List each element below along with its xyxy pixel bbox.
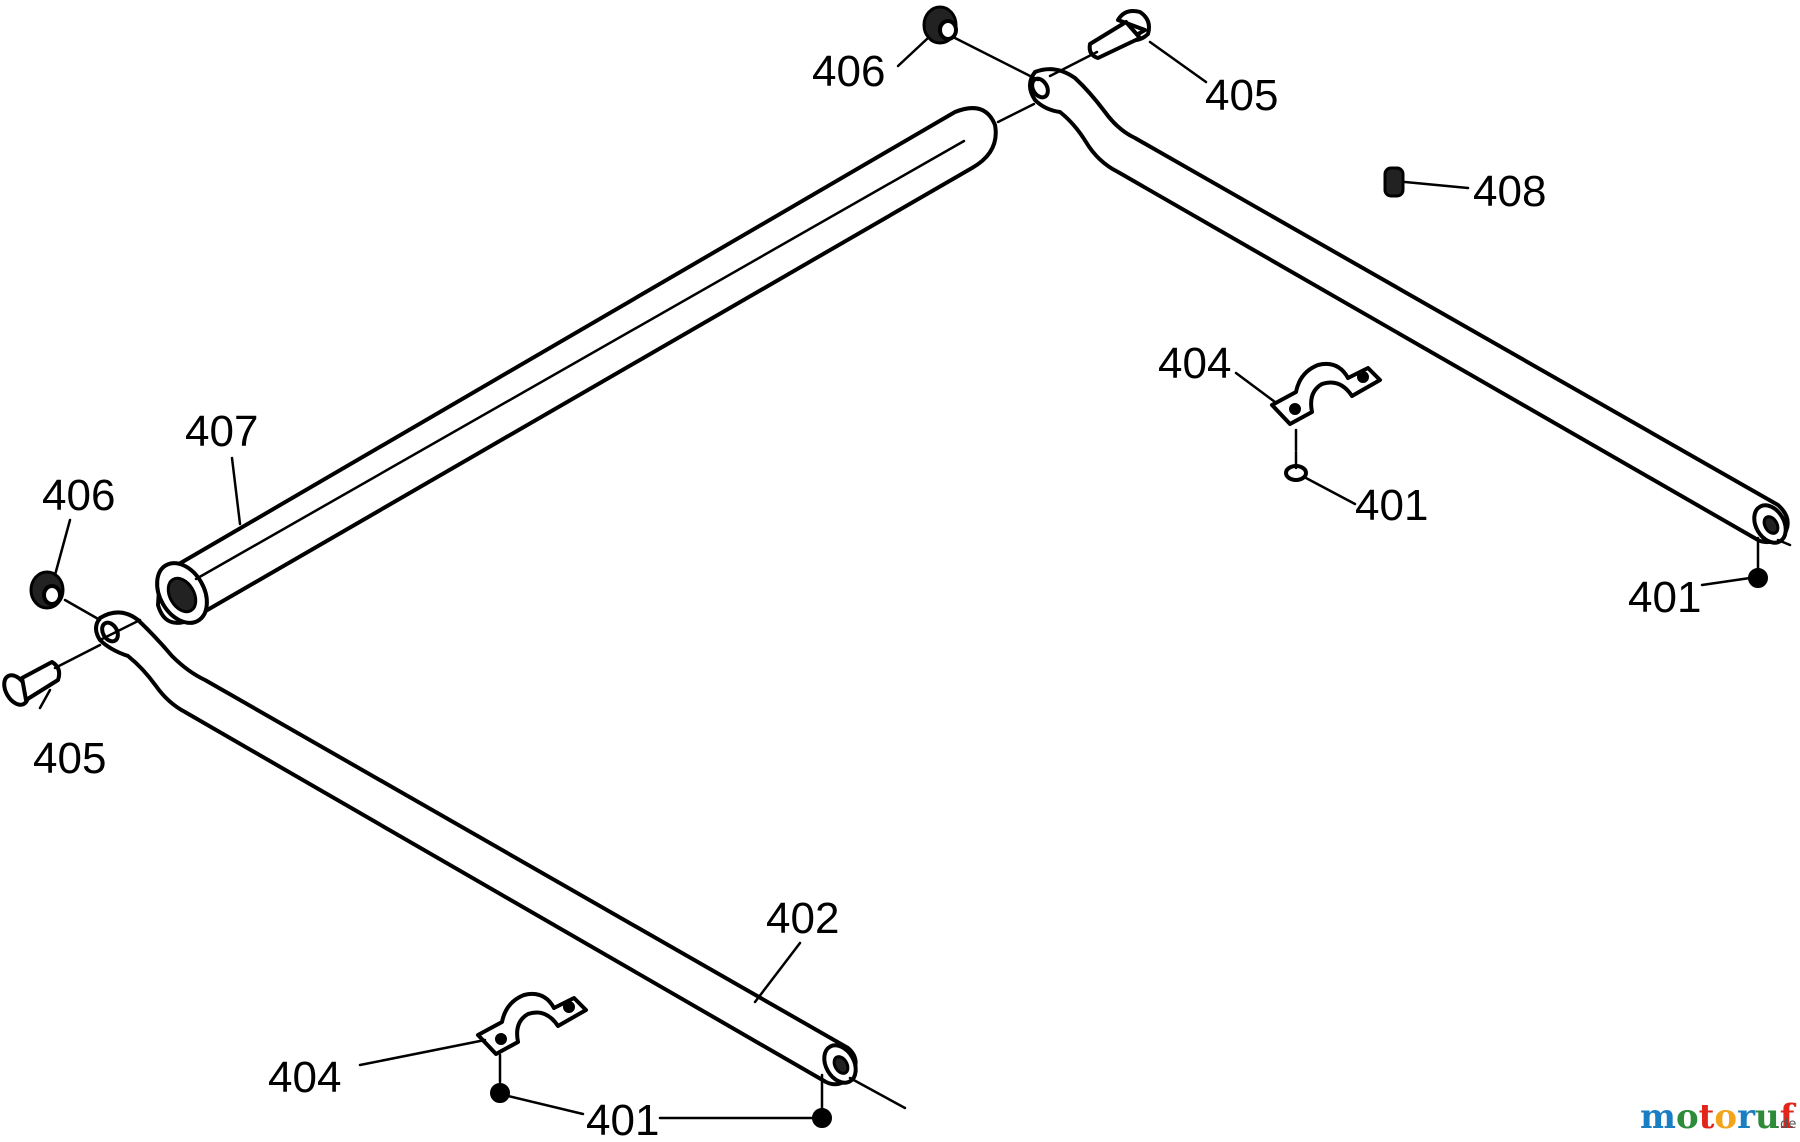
label-402: 402	[766, 894, 839, 943]
bushing-406-top-icon	[922, 5, 958, 45]
label-404-right: 404	[1158, 339, 1231, 388]
label-407: 407	[185, 407, 258, 456]
motoruf-watermark-logo: motoruf.de	[1640, 1097, 1797, 1137]
label-408: 408	[1473, 167, 1546, 216]
label-401-right-end: 401	[1628, 573, 1701, 622]
label-406-left: 406	[42, 471, 115, 520]
nut-401-right-end-icon	[1748, 568, 1768, 588]
lower-arm-402	[94, 610, 858, 1087]
upper-arm	[1028, 67, 1790, 545]
label-404-bottom: 404	[268, 1053, 341, 1102]
clamp-404-right-icon	[1270, 361, 1382, 426]
watermark-brand-text: motoruf	[1640, 1097, 1797, 1137]
bolt-405-top-icon	[1087, 9, 1151, 60]
cap-408-icon	[1383, 166, 1405, 198]
nut-401-bottom-left-icon	[490, 1083, 510, 1103]
screw-401-right-mid-icon	[1284, 450, 1308, 482]
leader-lines	[38, 36, 1792, 1120]
label-405-top: 405	[1205, 71, 1278, 120]
watermark-tld-text: .de	[1776, 1117, 1796, 1132]
label-405-left: 405	[33, 734, 106, 783]
bushing-406-left-icon	[29, 570, 65, 610]
clamp-404-bottom-icon	[476, 991, 588, 1056]
bolt-405-left-icon	[2, 660, 62, 707]
part-labels: 406 405 408 404 401 401 407 406 405 402 …	[33, 47, 1701, 1142]
nut-401-bottom-right-icon	[812, 1108, 832, 1128]
label-401-bottom: 401	[586, 1096, 659, 1142]
tube-407	[155, 106, 998, 625]
label-401-right-mid: 401	[1355, 481, 1428, 530]
label-406-top: 406	[812, 47, 885, 96]
